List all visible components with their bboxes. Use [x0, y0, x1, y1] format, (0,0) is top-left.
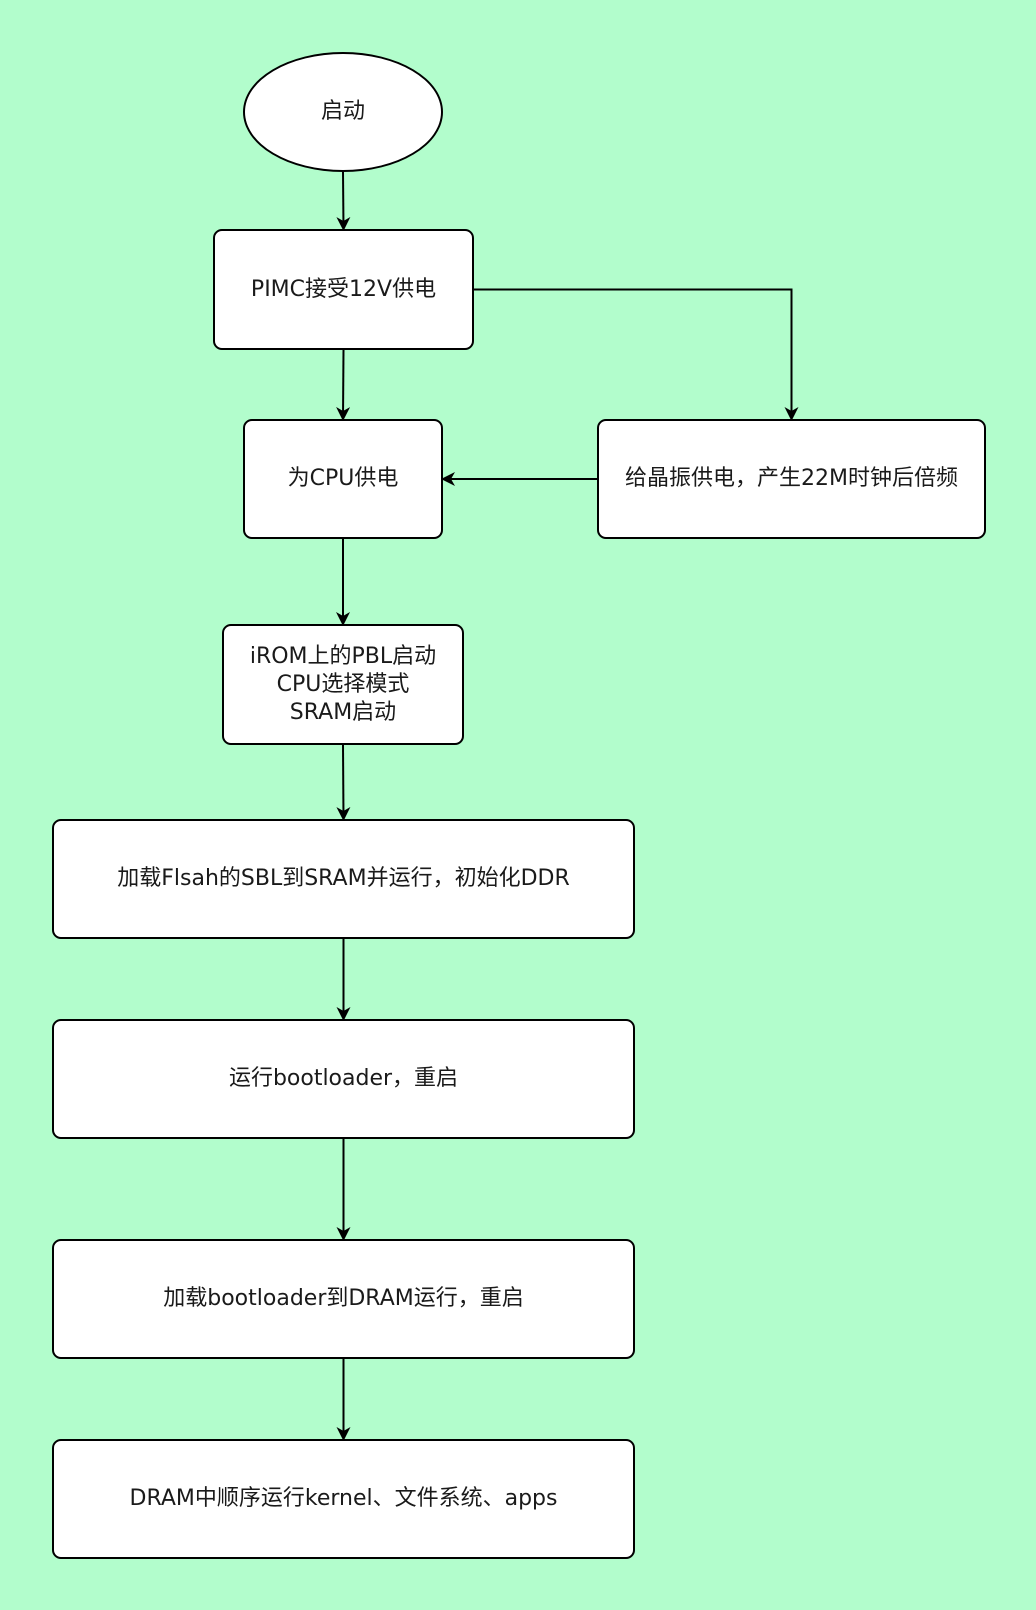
start-node-label: 启动: [320, 99, 365, 124]
irom-pbl-node-label: iROM上的PBL启动 CPU选择模式 SRAM启动: [249, 643, 437, 725]
run-bootloader-node[interactable]: 运行bootloader，重启: [52, 1019, 635, 1139]
start-node[interactable]: 启动: [243, 52, 443, 172]
edge-pimc-to-crystal: [474, 288, 799, 421]
pimc-power-node-label: PIMC接受12V供电: [250, 276, 437, 302]
load-bootloader-node-label: 加载bootloader到DRAM运行，重启: [163, 1286, 524, 1311]
dram-run-node-label: DRAM中顺序运行kernel、文件系统、apps: [129, 1486, 558, 1511]
load-sbl-node[interactable]: 加载Flsah的SBL到SRAM并运行，初始化DDR: [52, 819, 635, 939]
dram-run-node[interactable]: DRAM中顺序运行kernel、文件系统、apps: [52, 1439, 635, 1559]
cpu-power-node-label: 为CPU供电: [287, 466, 399, 491]
irom-pbl-node[interactable]: iROM上的PBL启动 CPU选择模式 SRAM启动: [222, 624, 464, 745]
crystal-clock-node[interactable]: 给晶振供电，产生22M时钟后倍频: [597, 419, 986, 539]
load-sbl-node-label: 加载Flsah的SBL到SRAM并运行，初始化DDR: [117, 866, 570, 891]
load-bootloader-node[interactable]: 加载bootloader到DRAM运行，重启: [52, 1239, 635, 1359]
edge-start-to-pimc: [336, 171, 351, 231]
crystal-clock-node-label: 给晶振供电，产生22M时钟后倍频: [625, 466, 958, 491]
cpu-power-node[interactable]: 为CPU供电: [243, 419, 443, 539]
edge-irom-to-load_sbl: [336, 744, 351, 821]
edge-pimc-to-cpu_power: [336, 349, 351, 421]
run-bootloader-node-label: 运行bootloader，重启: [228, 1066, 459, 1091]
pimc-power-node[interactable]: PIMC接受12V供电: [213, 229, 474, 350]
